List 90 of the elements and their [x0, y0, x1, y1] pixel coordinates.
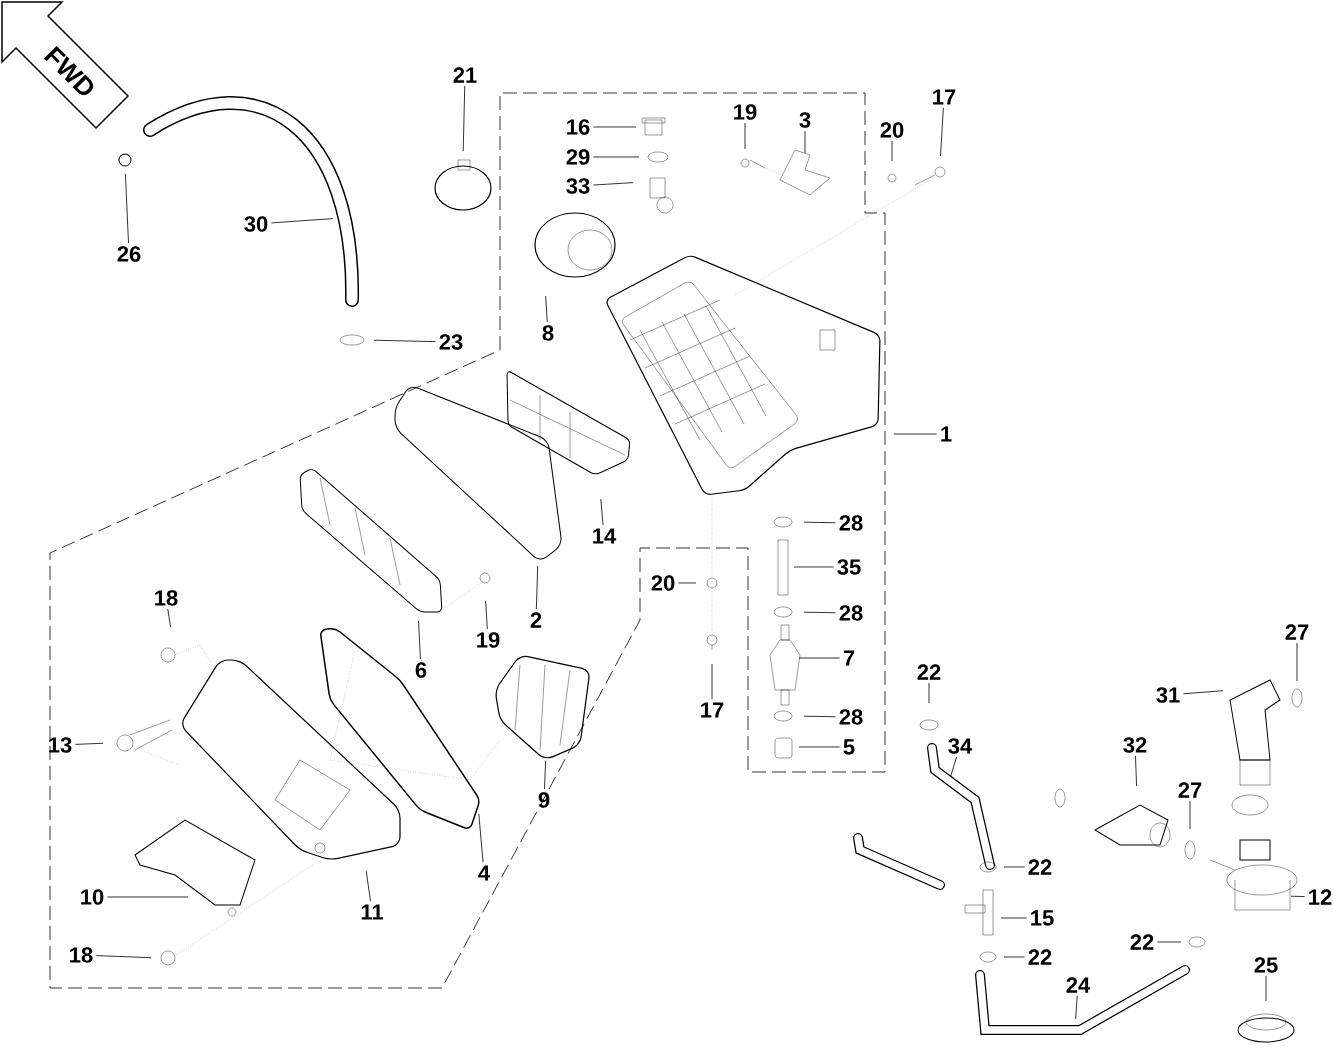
- leader-line: [593, 126, 637, 128]
- callout-number: 11: [361, 904, 383, 920]
- callout-number: 22: [1130, 934, 1154, 950]
- callout-number: 1: [941, 426, 952, 442]
- leader-line: [1135, 755, 1137, 787]
- callout-number: 3: [799, 112, 811, 128]
- callout-number: 19: [734, 104, 757, 120]
- callout-number: 30: [244, 216, 268, 232]
- callout-number: 5: [843, 739, 855, 755]
- leader-line: [1075, 995, 1078, 1020]
- leader-line: [891, 140, 893, 162]
- leader-line: [1290, 895, 1305, 897]
- leader-line: [96, 955, 152, 959]
- callout-number: 35: [837, 559, 861, 575]
- leader-line: [418, 620, 421, 660]
- leader-line: [1003, 956, 1025, 958]
- callout-number: 18: [70, 947, 93, 963]
- callout-number: 13: [49, 737, 72, 753]
- leader-line: [928, 682, 930, 704]
- callout-number: 34: [948, 738, 973, 754]
- leader-line: [678, 582, 697, 584]
- callout-number: 26: [117, 246, 141, 262]
- callout-number: 25: [1254, 957, 1278, 973]
- leader-line: [125, 173, 129, 244]
- callout-number: 21: [453, 67, 477, 83]
- callout-number: 2: [530, 612, 542, 628]
- leader-line: [373, 339, 436, 343]
- callout-number: 31: [1156, 687, 1180, 703]
- leader-line: [1183, 690, 1224, 695]
- leader-line: [803, 521, 836, 524]
- callout-number: 19: [477, 632, 500, 648]
- callout-number: 17: [933, 89, 956, 105]
- leader-line: [167, 608, 171, 628]
- callout-number: 4: [478, 865, 490, 881]
- callout-number: 20: [651, 575, 675, 591]
- callout-number: 18: [155, 590, 178, 606]
- callout-number: 15: [1031, 910, 1054, 926]
- callout-number: 28: [839, 515, 863, 531]
- callout-number: 32: [1123, 737, 1147, 753]
- leader-line: [744, 122, 746, 150]
- leader-line: [711, 663, 713, 700]
- leader-line: [271, 218, 334, 224]
- callout-number: 7: [843, 650, 855, 666]
- leader-line: [478, 813, 484, 863]
- callout-number: 22: [917, 664, 941, 680]
- callout-number: 28: [839, 709, 863, 725]
- callout-number: 16: [567, 119, 590, 135]
- callout-number: 22: [1028, 949, 1052, 965]
- leader-line: [462, 85, 466, 152]
- callout-number: 33: [566, 178, 590, 194]
- leader-line: [940, 107, 944, 157]
- leader-line: [544, 760, 546, 790]
- callout-number: 29: [566, 149, 590, 165]
- leader-line: [793, 566, 834, 568]
- callout-number: 27: [1178, 782, 1202, 798]
- leader-line: [1003, 866, 1025, 868]
- leader-line: [1157, 941, 1182, 943]
- callout-number: 6: [415, 662, 427, 678]
- callout-number: 14: [593, 528, 617, 544]
- leader-line: [365, 870, 371, 902]
- callout-number: 9: [538, 792, 550, 808]
- leader-line: [593, 156, 640, 158]
- leader-line: [798, 657, 841, 659]
- leader-line: [593, 182, 634, 186]
- leader-line: [893, 433, 938, 435]
- callout-number: 27: [1285, 624, 1309, 640]
- callout-number: 20: [880, 122, 904, 138]
- leader-line: [804, 130, 806, 154]
- leader-line: [545, 295, 548, 323]
- callout-number: 23: [439, 334, 463, 350]
- callout-number: 8: [542, 325, 554, 341]
- leader-line: [535, 565, 539, 610]
- callout-number: 24: [1066, 977, 1091, 993]
- callout-number: 17: [701, 702, 724, 718]
- leader-line: [803, 611, 836, 614]
- leader-line: [1189, 800, 1191, 830]
- leader-line: [485, 600, 488, 630]
- leader-line: [950, 756, 957, 777]
- leader-line: [1296, 642, 1298, 682]
- leader-line: [1265, 975, 1267, 1002]
- leader-line: [1000, 917, 1027, 919]
- leader-line: [798, 746, 841, 748]
- leader-line: [75, 742, 104, 745]
- callout-number: 12: [1309, 889, 1332, 905]
- leader-line: [600, 498, 604, 526]
- leader-line: [803, 715, 836, 718]
- callout-number: 28: [839, 605, 863, 621]
- callout-number: 10: [81, 889, 104, 905]
- callout-number: 22: [1028, 859, 1052, 875]
- leader-line: [107, 896, 189, 898]
